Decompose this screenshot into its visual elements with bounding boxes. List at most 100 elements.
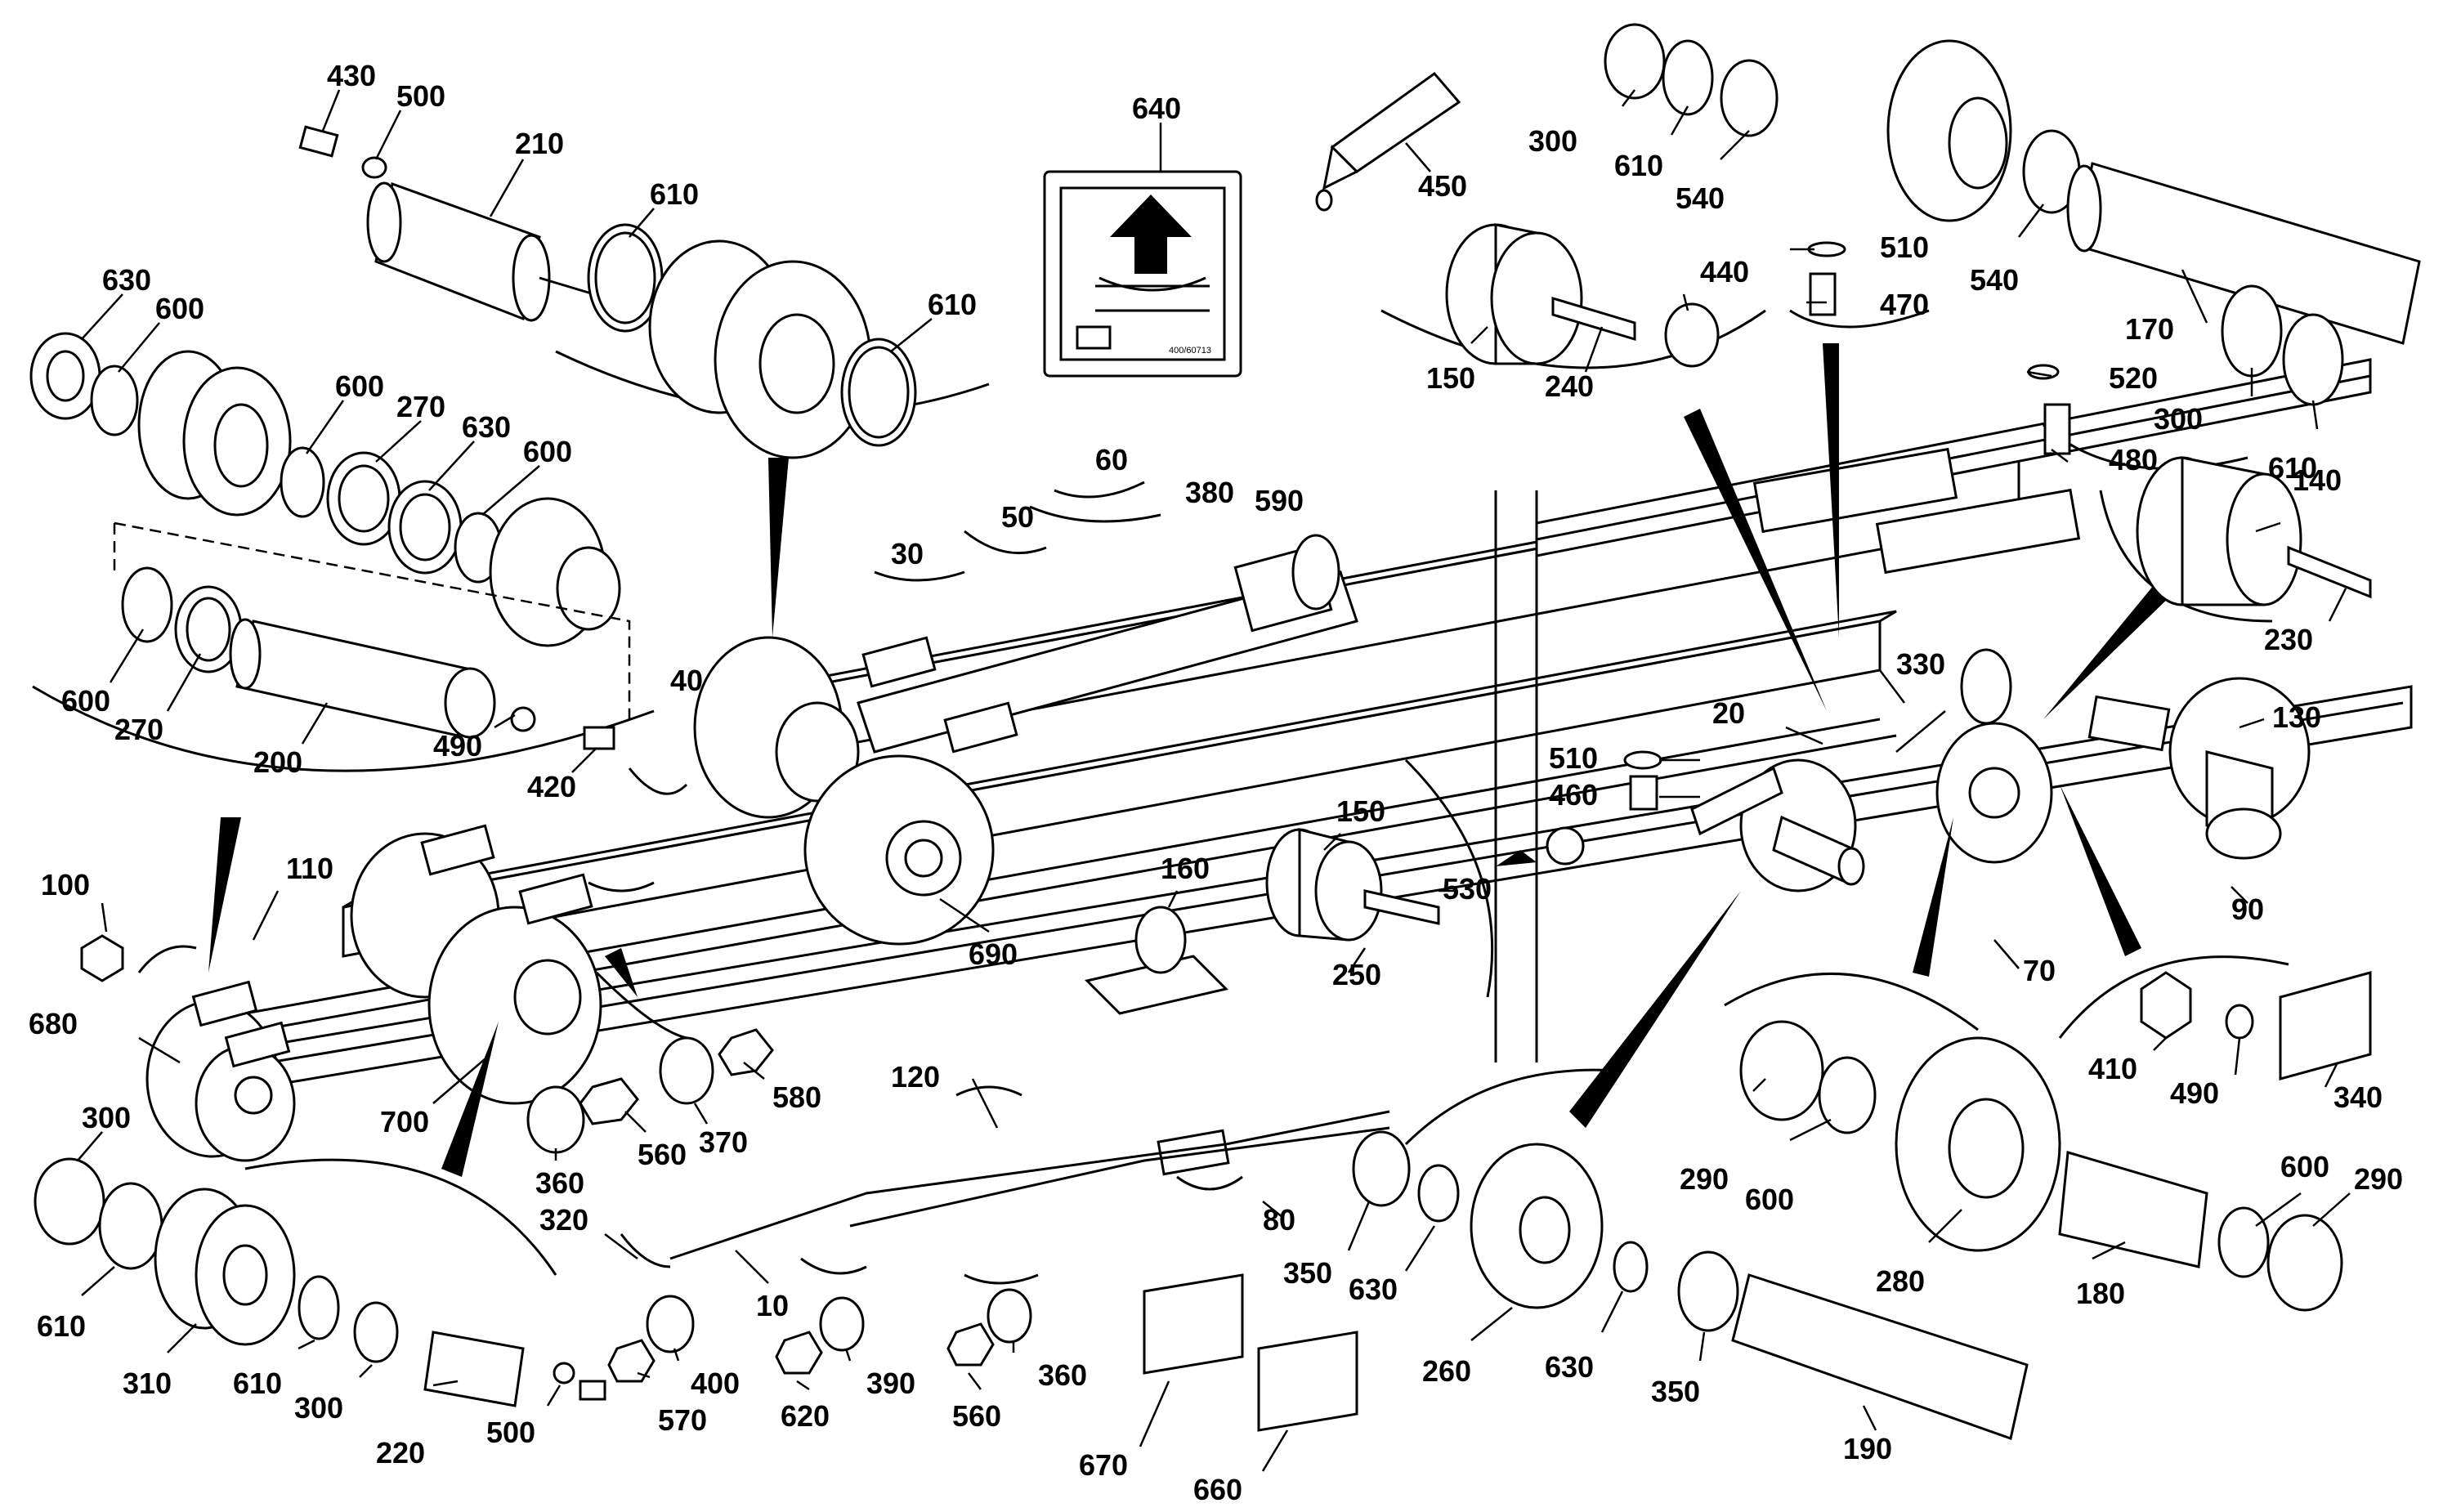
label-190: 190: [1843, 1432, 1892, 1465]
label-440: 440: [1700, 255, 1749, 289]
label-120: 120: [891, 1060, 940, 1094]
label-610: 610: [928, 288, 977, 321]
label-280: 280: [1876, 1264, 1925, 1298]
label-200: 200: [253, 745, 302, 779]
label-360: 360: [1038, 1358, 1087, 1392]
label-560: 560: [952, 1399, 1001, 1433]
label-80: 80: [1263, 1203, 1295, 1237]
label-630: 630: [1349, 1273, 1398, 1306]
label-460: 460: [1549, 778, 1598, 812]
label-510: 510: [1549, 741, 1598, 775]
label-270: 270: [114, 713, 163, 746]
label-510: 510: [1880, 230, 1929, 264]
label-170: 170: [2125, 312, 2174, 346]
label-490: 490: [2170, 1076, 2219, 1110]
label-600: 600: [61, 684, 110, 718]
label-700: 700: [380, 1105, 429, 1138]
detail-callouts: [32, 309, 2289, 1285]
label-240: 240: [1545, 369, 1594, 403]
label-610: 610: [2268, 451, 2317, 485]
label-610: 610: [37, 1309, 86, 1343]
label-640: 640: [1132, 92, 1181, 125]
label-320: 320: [539, 1203, 588, 1237]
label-490: 490: [433, 729, 482, 763]
part-number-labels: 430 500 210 610 610 630 600 600 270 630 …: [29, 59, 2403, 1506]
label-30: 30: [891, 537, 924, 570]
label-530: 530: [1443, 872, 1492, 906]
label-300: 300: [82, 1101, 131, 1134]
decal-code-text: 400/60713: [1169, 346, 1211, 356]
label-630: 630: [462, 410, 511, 444]
label-600: 600: [523, 435, 572, 468]
label-150: 150: [1426, 361, 1475, 395]
label-100: 100: [41, 868, 90, 901]
label-20: 20: [1712, 696, 1745, 730]
label-10: 10: [756, 1289, 789, 1322]
label-110: 110: [286, 852, 333, 885]
label-600: 600: [1745, 1183, 1794, 1216]
label-540: 540: [1970, 263, 2019, 297]
label-620: 620: [781, 1399, 830, 1433]
label-130: 130: [2272, 700, 2321, 734]
label-340: 340: [2333, 1080, 2383, 1114]
label-40: 40: [670, 664, 703, 697]
leader-lines: [77, 89, 2351, 1472]
label-450: 450: [1418, 169, 1467, 203]
label-600: 600: [155, 292, 204, 325]
label-630: 630: [102, 263, 151, 297]
label-600: 600: [2280, 1150, 2329, 1183]
label-350: 350: [1651, 1375, 1700, 1408]
label-70: 70: [2023, 954, 2056, 987]
label-610: 610: [1614, 149, 1663, 182]
label-590: 590: [1255, 484, 1304, 517]
label-230: 230: [2264, 623, 2313, 656]
label-570: 570: [658, 1403, 707, 1437]
label-380: 380: [1185, 476, 1234, 509]
label-90: 90: [2231, 892, 2264, 926]
label-260: 260: [1422, 1354, 1471, 1388]
label-150: 150: [1336, 794, 1385, 828]
label-500: 500: [486, 1416, 535, 1449]
label-160: 160: [1161, 852, 1210, 885]
label-370: 370: [699, 1125, 748, 1159]
label-140: 140: [2293, 463, 2342, 497]
label-60: 60: [1095, 443, 1128, 476]
label-300: 300: [294, 1391, 343, 1425]
label-660: 660: [1193, 1473, 1242, 1506]
label-290: 290: [1680, 1162, 1729, 1196]
label-680: 680: [29, 1007, 78, 1040]
label-220: 220: [376, 1436, 425, 1470]
label-560: 560: [638, 1138, 687, 1171]
label-310: 310: [123, 1367, 172, 1400]
label-610: 610: [233, 1367, 282, 1400]
label-390: 390: [866, 1367, 915, 1400]
label-350: 350: [1283, 1256, 1332, 1290]
label-290: 290: [2354, 1162, 2403, 1196]
label-410: 410: [2088, 1052, 2137, 1085]
label-670: 670: [1079, 1448, 1128, 1482]
label-580: 580: [772, 1080, 821, 1114]
label-420: 420: [527, 770, 576, 803]
label-540: 540: [1676, 181, 1725, 215]
label-330: 330: [1896, 647, 1945, 681]
label-480: 480: [2109, 443, 2158, 476]
label-300: 300: [2154, 402, 2203, 436]
label-250: 250: [1332, 958, 1381, 991]
label-360: 360: [535, 1166, 584, 1200]
label-180: 180: [2076, 1277, 2125, 1310]
telescopic-beam-assembly: [145, 358, 2413, 1260]
label-210: 210: [515, 127, 564, 160]
label-600: 600: [335, 369, 384, 403]
label-520: 520: [2109, 361, 2158, 395]
label-270: 270: [396, 390, 445, 423]
label-50: 50: [1001, 500, 1034, 534]
label-400: 400: [691, 1367, 740, 1400]
label-470: 470: [1880, 288, 1929, 321]
label-500: 500: [396, 79, 445, 113]
label-300: 300: [1528, 124, 1577, 158]
label-610: 610: [650, 177, 699, 211]
label-630: 630: [1545, 1350, 1594, 1384]
label-430: 430: [327, 59, 376, 92]
label-690: 690: [969, 937, 1018, 971]
